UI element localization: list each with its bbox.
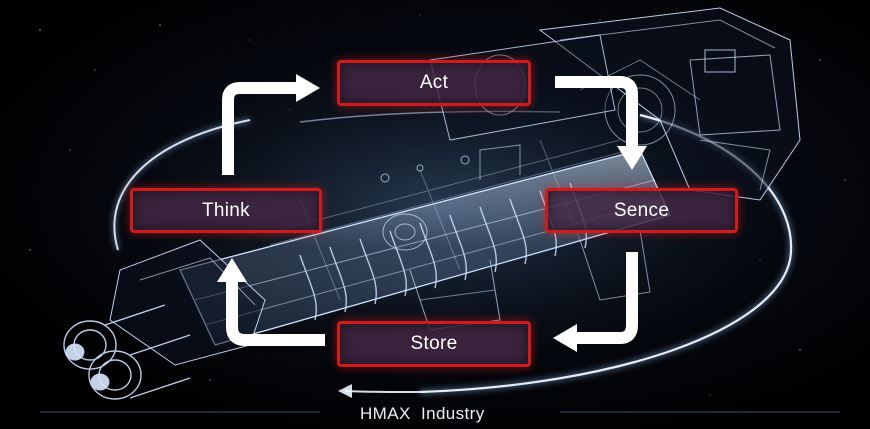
- white-curved-arrow: [222, 76, 638, 346]
- stage-store: Store: [337, 321, 531, 367]
- arrowheads: [217, 74, 647, 352]
- brand-caption: HMAX Industry: [360, 404, 485, 423]
- stage-act: Act: [337, 60, 531, 106]
- stage-think: Think: [130, 188, 322, 233]
- stage-sence: Sence: [545, 188, 738, 233]
